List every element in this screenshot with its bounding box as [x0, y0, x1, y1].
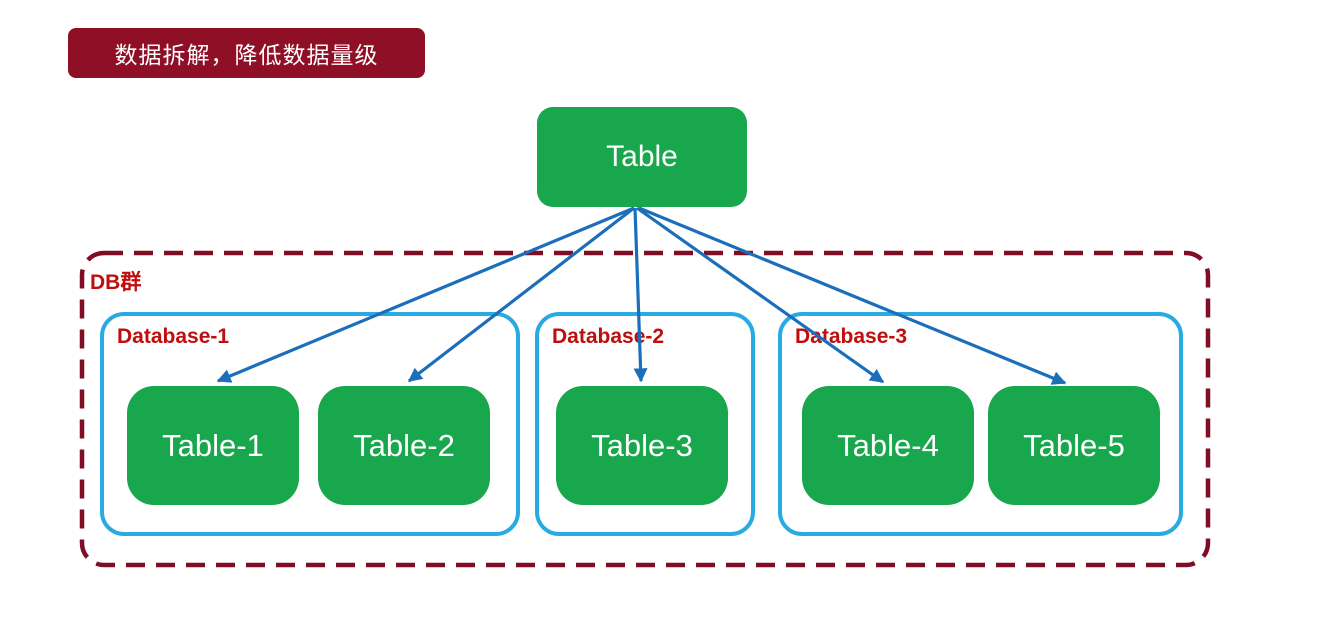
title-banner: 数据拆解，降低数据量级 [68, 28, 425, 78]
node-table-1-label: Table-1 [162, 427, 264, 463]
node-table-4: Table-4 [802, 386, 974, 505]
node-table-5: Table-5 [988, 386, 1160, 505]
node-table-2-label: Table-2 [353, 427, 455, 463]
node-table-3-label: Table-3 [591, 427, 693, 463]
database-1-label: Database-1 [117, 325, 230, 348]
node-table-5-label: Table-5 [1023, 427, 1125, 463]
title-banner-text: 数据拆解，降低数据量级 [114, 43, 379, 69]
database-2-label: Database-2 [552, 325, 665, 348]
node-table-2: Table-2 [318, 386, 490, 505]
node-table-1: Table-1 [127, 386, 299, 505]
node-table-root: Table [537, 107, 747, 207]
database-3-label: Database-3 [795, 325, 908, 348]
node-table-root-label: Table [606, 140, 678, 173]
db-group-label: DB群 [90, 271, 142, 294]
node-table-4-label: Table-4 [837, 427, 939, 463]
node-table-3: Table-3 [556, 386, 728, 505]
